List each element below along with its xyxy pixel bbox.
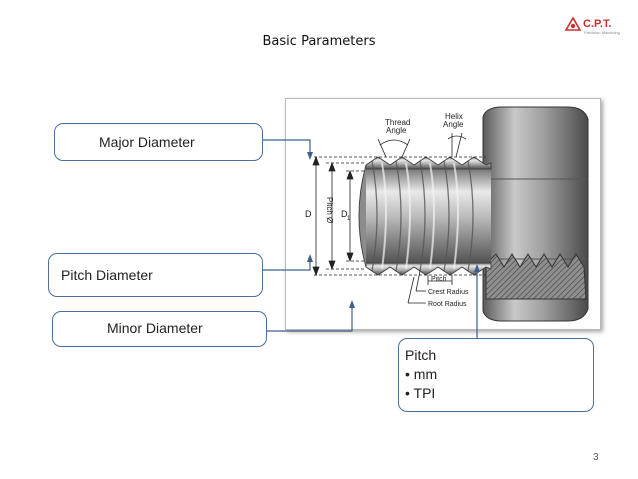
pitch-heading: Pitch bbox=[405, 347, 437, 363]
nut bbox=[482, 106, 589, 322]
minor-diameter-label: Minor Diameter bbox=[107, 320, 203, 336]
dimension-lines bbox=[312, 132, 486, 304]
thread-diagram: Thread Angle Helix Angle D D 1 Pitch Ø P… bbox=[285, 98, 601, 330]
crest-radius-label: Crest Radius bbox=[428, 289, 469, 296]
helix-angle-label-1: Helix bbox=[445, 112, 463, 121]
minor-diameter-callout: Minor Diameter bbox=[52, 311, 267, 347]
pitch-label: Pitch bbox=[431, 276, 447, 283]
pitch-bullet-tpi: • TPI bbox=[405, 385, 436, 401]
pitch-bullet-mm-text: mm bbox=[413, 366, 438, 382]
pitch-bullet-mm: • mm bbox=[405, 366, 438, 382]
d1-label: D bbox=[341, 209, 348, 219]
page-number: 3 bbox=[593, 452, 599, 463]
pitch-dia-label: Pitch Ø bbox=[325, 197, 334, 223]
major-diameter-label: Major Diameter bbox=[99, 134, 195, 150]
slide-title: Basic Parameters bbox=[262, 34, 376, 49]
major-diameter-callout: Major Diameter bbox=[54, 123, 263, 161]
helix-angle-label-2: Angle bbox=[443, 120, 464, 129]
d1-subscript: 1 bbox=[347, 216, 351, 222]
company-logo: C.P.T. Precision Machining bbox=[564, 16, 620, 35]
figure-labels: Thread Angle Helix Angle D D 1 Pitch Ø P… bbox=[305, 112, 469, 308]
root-radius-label: Root Radius bbox=[428, 301, 467, 308]
thread-angle-label-1: Thread bbox=[385, 118, 410, 127]
thread-angle-label-2: Angle bbox=[386, 126, 407, 135]
pitch-diameter-label: Pitch Diameter bbox=[61, 267, 153, 283]
logo-text: C.P.T. bbox=[583, 18, 612, 30]
pitch-callout: Pitch • mm • TPI bbox=[398, 338, 594, 412]
thread-illustration: Thread Angle Helix Angle D D 1 Pitch Ø P… bbox=[305, 106, 589, 322]
pitch-diameter-callout: Pitch Diameter bbox=[48, 253, 263, 297]
logo-subtext: Precision Machining bbox=[584, 30, 620, 35]
d-label: D bbox=[305, 209, 312, 219]
pitch-bullet-tpi-text: TPI bbox=[413, 385, 436, 401]
